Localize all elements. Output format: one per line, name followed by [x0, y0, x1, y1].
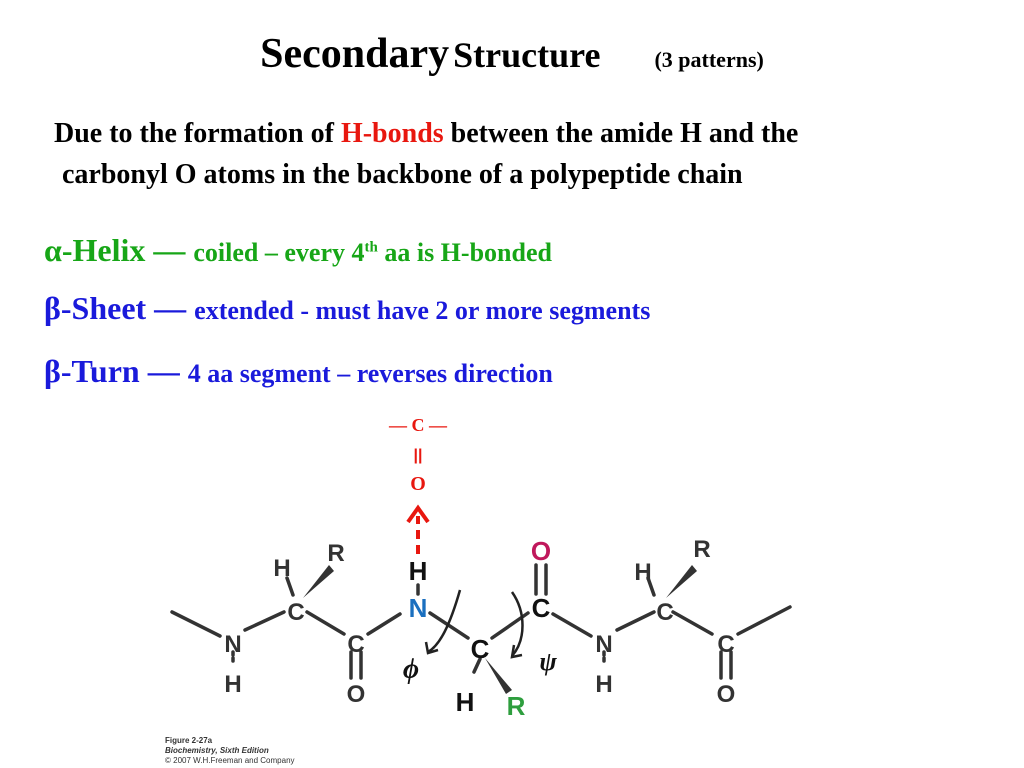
- atom-h-ca-left: H: [273, 555, 290, 582]
- pattern-symbol: α: [44, 232, 62, 268]
- backbone-bonds: [170, 563, 792, 694]
- atom-o-right: O: [531, 536, 551, 566]
- pattern-desc-post: aa is H-bonded: [377, 238, 552, 267]
- phi-symbol: ϕ: [403, 654, 419, 685]
- pattern-desc: 4 aa segment – reverses direction: [187, 359, 553, 388]
- atom-ca-left: C: [287, 599, 304, 626]
- title-main: Secondary: [260, 31, 450, 77]
- atom-n-right: N: [595, 631, 612, 658]
- atom-h-ca-right: H: [634, 559, 651, 586]
- pattern-desc: extended - must have 2 or more segments: [194, 296, 651, 325]
- pattern-name: -Helix: [61, 232, 146, 268]
- pattern-alpha-helix: α-Helix — coiled – every 4th aa is H-bon…: [44, 232, 552, 269]
- psi-symbol: ψ: [539, 647, 557, 676]
- pattern-symbol: β: [44, 290, 61, 326]
- pattern-name: -Sheet: [60, 290, 147, 326]
- atom-n-left: N: [224, 631, 241, 658]
- atom-r-ca-right: R: [693, 536, 710, 563]
- pattern-beta-sheet: β-Sheet — extended - must have 2 or more…: [44, 290, 650, 327]
- atom-c-right: C: [532, 593, 551, 623]
- intro-line2: carbonyl O atoms in the backbone of a po…: [62, 159, 743, 190]
- atom-ca-right: C: [656, 599, 673, 626]
- carbonyl-line: — C —: [388, 415, 448, 435]
- atom-o-left: O: [347, 681, 366, 708]
- title-second: Structure: [453, 35, 601, 75]
- figure-caption: Figure 2-27a Biochemistry, Sixth Edition…: [165, 736, 295, 766]
- atom-c-left: C: [347, 631, 364, 658]
- carbonyl-oxygen: O: [410, 473, 426, 495]
- pattern-beta-turn: β-Turn — 4 aa segment – reverses directi…: [44, 353, 553, 390]
- atom-n-center: N: [409, 593, 428, 623]
- atom-h-n-right: H: [595, 671, 612, 698]
- caption-line1: Figure 2-27a: [165, 736, 213, 745]
- pattern-dash: —: [139, 353, 188, 389]
- atom-ca-center: C: [471, 634, 490, 664]
- atom-h-n-left: H: [224, 671, 241, 698]
- intro-text: Due to the formation of H-bonds between …: [54, 113, 798, 195]
- pattern-desc-sup: th: [364, 239, 378, 256]
- atom-r-ca-left: R: [327, 540, 344, 567]
- intro-after: between the amide H and the: [443, 118, 799, 149]
- atom-c-end: C: [717, 631, 734, 658]
- pattern-name: -Turn: [60, 353, 140, 389]
- caption-line3: © 2007 W.H.Freeman and Company: [165, 756, 295, 765]
- page-title: Secondary Structure (3 patterns): [0, 30, 1024, 78]
- pattern-symbol: β: [44, 353, 61, 389]
- rotation-arrows: [424, 589, 524, 659]
- intro-before: Due to the formation of: [54, 118, 341, 149]
- pattern-dash: —: [146, 290, 195, 326]
- title-note: (3 patterns): [654, 47, 764, 72]
- atom-r-ca-center: R: [507, 691, 526, 721]
- atom-h-donor: H: [409, 556, 428, 586]
- caption-line2: Biochemistry, Sixth Edition: [165, 746, 269, 755]
- atom-o-end: O: [717, 681, 736, 708]
- h-bond-arrow: [406, 504, 430, 554]
- carbonyl-bond: ||: [414, 447, 423, 464]
- pattern-dash: —: [145, 232, 194, 268]
- atom-h-ca-center: H: [456, 687, 475, 717]
- pattern-desc: coiled – every 4: [193, 238, 365, 267]
- intro-highlight: H-bonds: [340, 118, 444, 149]
